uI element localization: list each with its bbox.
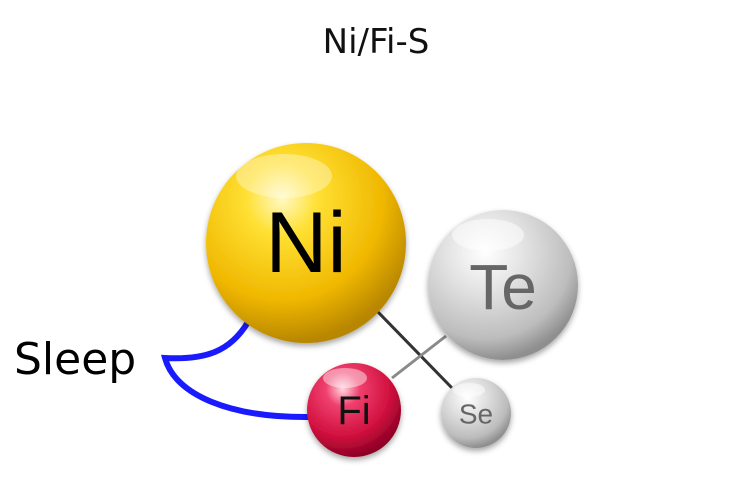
ni-sphere [206,143,406,343]
fi-highlight [323,368,367,388]
te-node: Te [428,210,578,360]
ni-se-connector [376,310,454,390]
ni-highlight [236,154,332,198]
diagram-title: Ni/Fi-S [323,22,430,62]
te-label: Te [469,251,537,323]
te-sphere [428,210,578,360]
se-highlight [453,383,485,397]
fi-node: Fi [307,363,401,457]
se-sphere [441,378,511,448]
sleep-label: Sleep [14,334,136,385]
te-fi-connector [391,334,447,380]
sleep-loop-connector [161,319,313,421]
fi-sphere [307,363,401,457]
te-highlight [452,219,524,251]
se-node: Se [441,378,511,448]
se-label: Se [459,399,493,430]
ni-label: Ni [265,195,346,291]
fi-label: Fi [337,389,370,433]
ni-node: Ni [206,143,406,343]
